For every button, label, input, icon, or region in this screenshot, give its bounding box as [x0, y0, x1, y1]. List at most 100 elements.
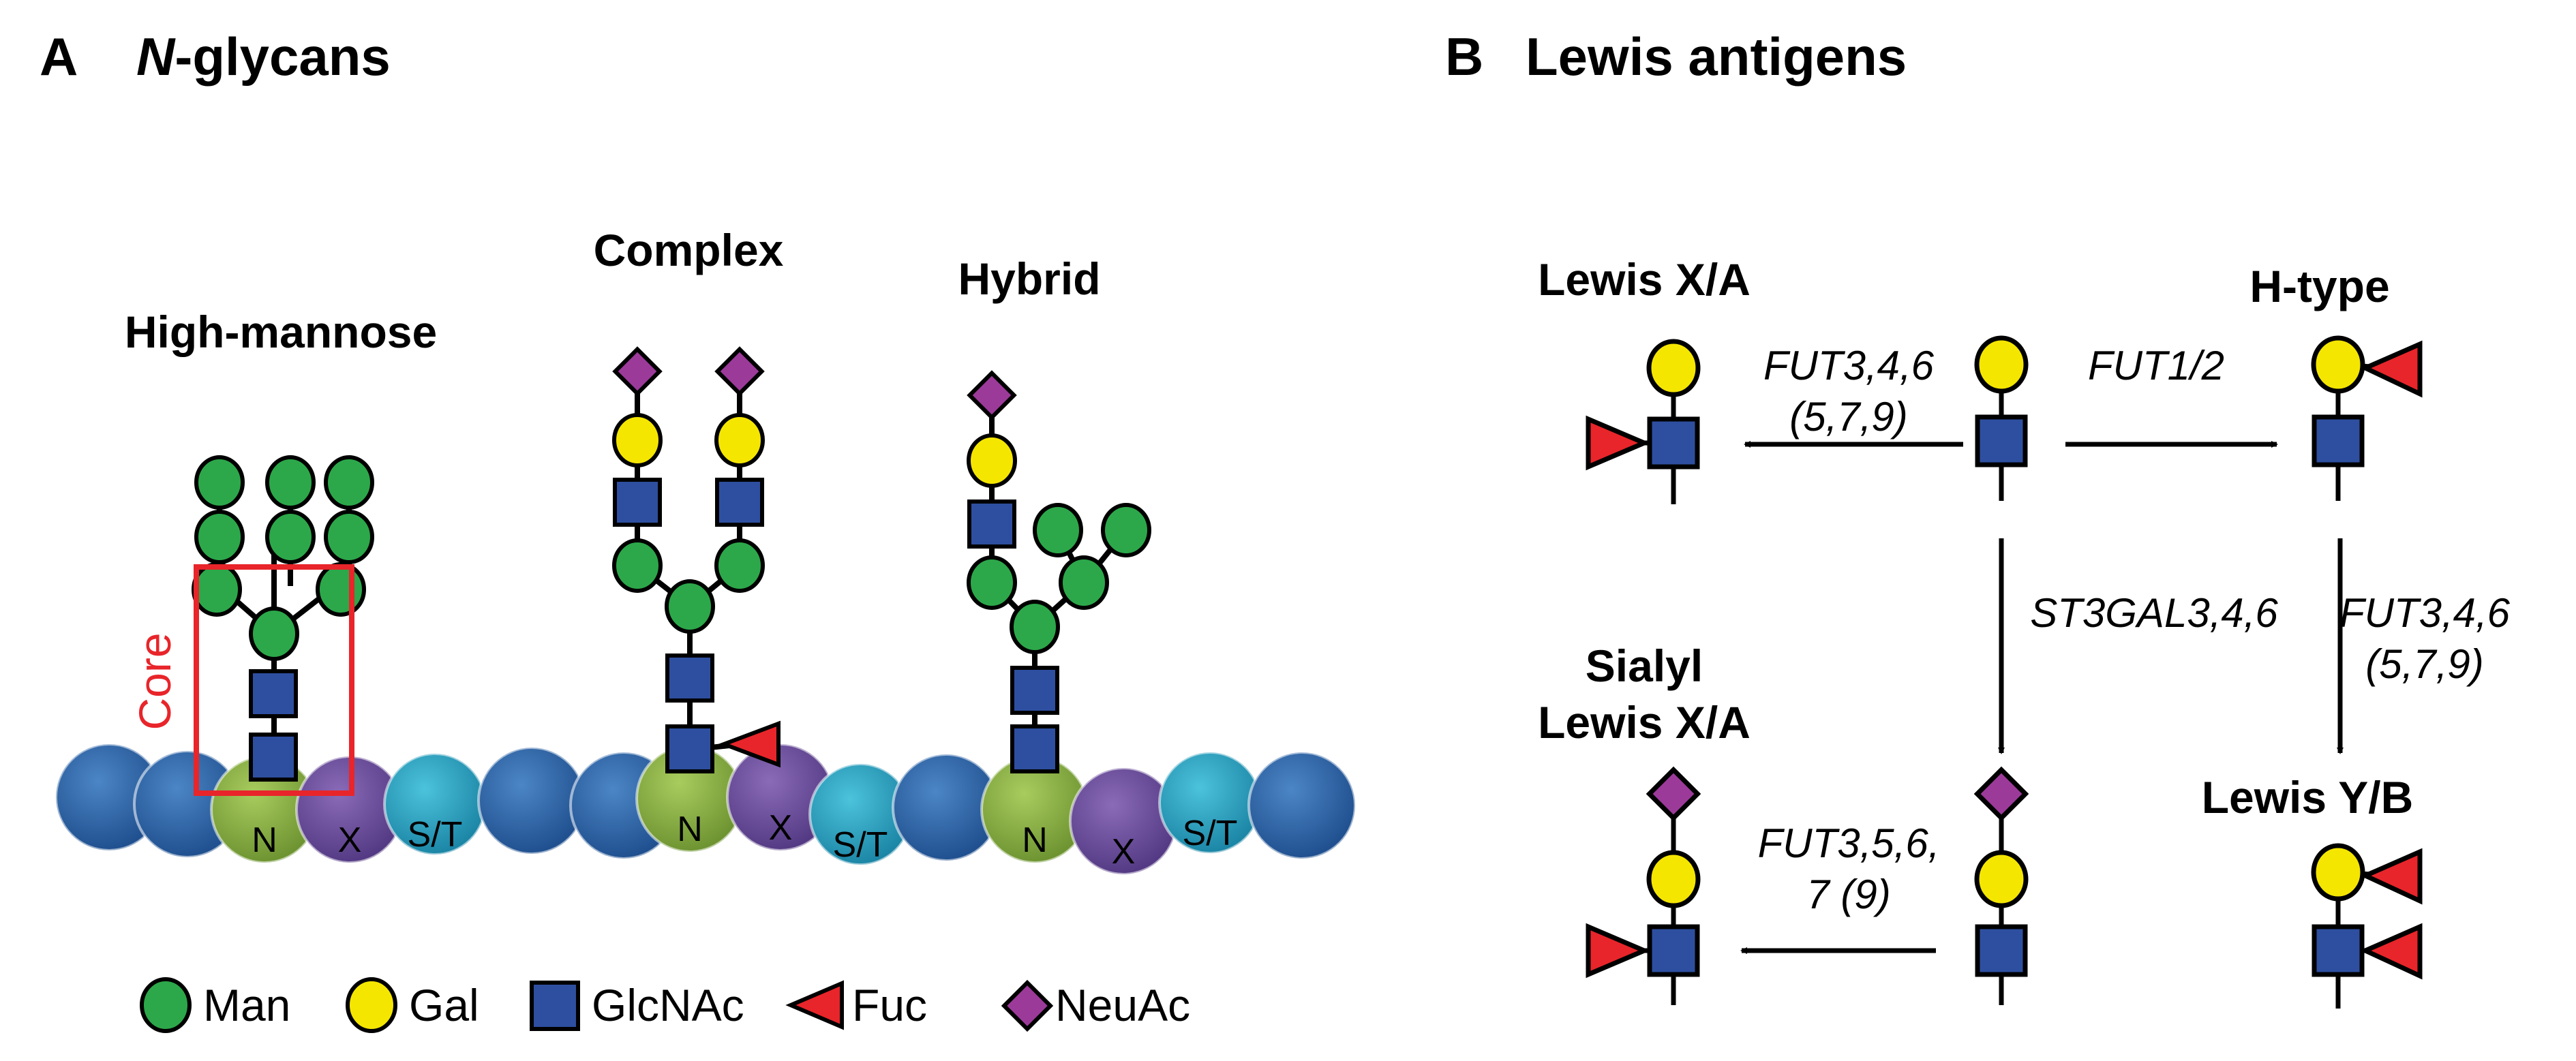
- legend-fuc-icon: [785, 980, 844, 1030]
- panel-a-title: N-glycans: [136, 27, 391, 87]
- panel-a: A N-glycans High-mannose Complex Hybrid …: [40, 27, 1357, 1033]
- legend-neuac-label: NeuAc: [1055, 980, 1190, 1030]
- gal-circle: [2311, 843, 2365, 902]
- panel-a-letter: A: [40, 27, 78, 87]
- peptide-residue-label: X: [769, 808, 793, 848]
- gal-circle: [1646, 850, 1701, 908]
- man-circle: [194, 455, 245, 510]
- glcnac-square: [665, 653, 714, 703]
- neuac-diamond: [967, 370, 1017, 420]
- glycan-hybrid: [967, 370, 1151, 773]
- man-circle: [324, 455, 374, 510]
- man-circle: [324, 510, 374, 564]
- label-h-type: H-type: [2249, 261, 2389, 311]
- gal-circle: [714, 413, 765, 467]
- glcnac-square: [665, 724, 714, 773]
- peptide-residue-label: N: [677, 810, 703, 849]
- enzyme-to-lewis-xa-2: (5,7,9): [1789, 394, 1907, 440]
- gal-circle: [1646, 339, 1701, 397]
- label-high-mannose: High-mannose: [125, 307, 437, 357]
- glcnac-square: [1975, 924, 2028, 977]
- peptide-residue: [1247, 751, 1357, 860]
- legend-labels: Man Gal GlcNAc Fuc NeuAc: [203, 980, 1190, 1030]
- glycan-high-mannose: [192, 455, 374, 782]
- neuac-diamond: [1973, 766, 2029, 822]
- structure-h-type: [2311, 335, 2423, 501]
- core-box: [194, 564, 354, 796]
- man-circle: [192, 562, 242, 617]
- glcnac-square: [1647, 416, 1700, 470]
- man-circle: [665, 579, 715, 634]
- legend-glcnac-icon: [530, 981, 580, 1031]
- label-lewis-yb: Lewis Y/B: [2202, 772, 2414, 822]
- gal-circle: [2311, 335, 2365, 394]
- fuc-triangle: [1586, 923, 1650, 979]
- enzyme-to-sialyl-lewis-1: FUT3,5,6,: [1758, 820, 1940, 866]
- man-circle: [265, 455, 316, 510]
- gal-circle: [1974, 850, 2029, 908]
- legend-gal-label: Gal: [409, 980, 479, 1030]
- man-circle: [967, 555, 1017, 610]
- glcnac-square: [2312, 924, 2365, 977]
- fuc-triangle: [2359, 923, 2423, 980]
- glcnac-square: [1010, 666, 1059, 715]
- glcnac-square: [249, 669, 298, 718]
- glcnac-square: [249, 733, 298, 782]
- structure-sialyl-precursor: [1973, 766, 2029, 1005]
- legend-man-icon: [140, 977, 192, 1033]
- enzyme-to-lewis-yb-1: FUT3,4,6: [2339, 590, 2511, 636]
- fuc-triangle: [1586, 415, 1650, 471]
- lewis-structures: [1586, 335, 2423, 1009]
- glcnac-square: [715, 478, 764, 527]
- label-hybrid: Hybrid: [958, 253, 1100, 304]
- legend-glcnac-label: GlcNAc: [592, 980, 744, 1030]
- man-circle: [1059, 555, 1109, 610]
- peptide-residue-label: N: [252, 820, 277, 860]
- label-complex: Complex: [594, 225, 784, 275]
- peptide-residue-label: X: [338, 820, 362, 860]
- neuac-diamond: [1646, 766, 1701, 822]
- fuc-triangle: [2359, 340, 2423, 398]
- fuc-triangle: [718, 720, 781, 768]
- panel-a-title-em: N: [136, 27, 176, 87]
- label-sialyl-1: Sialyl: [1586, 641, 1703, 691]
- legend-fuc-label: Fuc: [852, 980, 927, 1030]
- panel-b-letter: B: [1445, 27, 1483, 87]
- man-circle: [1010, 600, 1060, 654]
- enzyme-to-sialyl-lewis-2: 7 (9): [1806, 872, 1890, 917]
- glcnac-square: [1975, 414, 2028, 467]
- peptide-residue-label: X: [1112, 832, 1136, 872]
- legend-gal-icon: [346, 977, 397, 1033]
- peptide-residue-label: S/T: [408, 815, 463, 855]
- enzyme-to-h-type: FUT1/2: [2088, 343, 2224, 388]
- structure-precursor: [1974, 335, 2029, 501]
- gal-circle: [967, 433, 1017, 488]
- legend-man-label: Man: [203, 980, 290, 1030]
- structure-sialyl-lewis-xa: [1586, 766, 1701, 1005]
- enzyme-labels: FUT3,4,6 (5,7,9) FUT1/2 ST3GAL3,4,6 FUT3…: [1758, 343, 2511, 917]
- man-circle: [249, 606, 299, 661]
- enzyme-to-sialyl: ST3GAL3,4,6: [2030, 590, 2278, 636]
- panel-b-title: Lewis antigens: [1526, 27, 1907, 87]
- fuc-triangle: [2359, 848, 2423, 905]
- man-circle: [714, 538, 765, 593]
- glycan-complex: [612, 346, 781, 773]
- man-circle: [194, 510, 245, 564]
- glcnac-square: [2312, 414, 2365, 467]
- peptide-residue-label: N: [1022, 820, 1048, 860]
- enzyme-to-lewis-xa-1: FUT3,4,6: [1763, 343, 1935, 388]
- neuac-diamond: [714, 346, 765, 397]
- man-circle: [1101, 503, 1151, 557]
- neuac-diamond: [612, 346, 663, 397]
- glcnac-square: [967, 499, 1016, 549]
- reaction-arrows: [1740, 441, 2344, 954]
- man-circle: [1033, 503, 1083, 557]
- peptide-residue-label: S/T: [833, 825, 888, 865]
- man-circle: [612, 538, 663, 593]
- glcnac-square: [1647, 924, 1700, 977]
- legend: [140, 977, 1054, 1033]
- label-sialyl-2: Lewis X/A: [1538, 697, 1751, 748]
- enzyme-to-lewis-yb-2: (5,7,9): [2365, 641, 2483, 687]
- structure-lewis-yb: [2311, 843, 2423, 1009]
